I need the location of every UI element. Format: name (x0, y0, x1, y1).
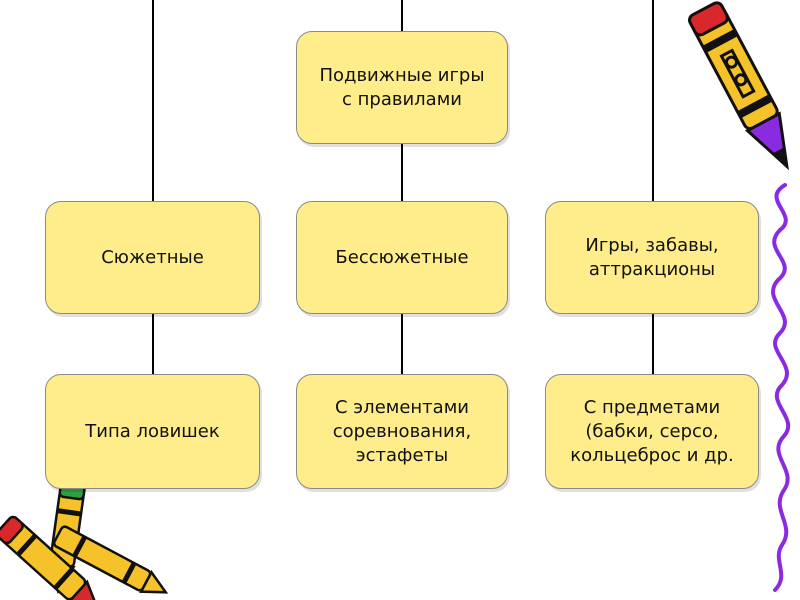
node-category-igry-zabavy: Игры, забавы, аттракционы (545, 201, 759, 314)
node-sub-sorevnovaniya: С элементами соревнования, эстафеты (296, 374, 508, 489)
yellow-crayon-icon (687, 1, 800, 175)
node-sub-lovishki: Типа ловишек (45, 374, 260, 489)
crayons-cluster-icon (0, 482, 171, 600)
node-root: Подвижные игры с правилами (296, 31, 508, 144)
purple-scribble-line (773, 185, 788, 590)
node-category-bessyuzhetnye: Бессюжетные (296, 201, 508, 314)
node-sub-predmety: С предметами (бабки, серсо, кольцеброс и… (545, 374, 759, 489)
node-category-syuzhetnye: Сюжетные (45, 201, 260, 314)
